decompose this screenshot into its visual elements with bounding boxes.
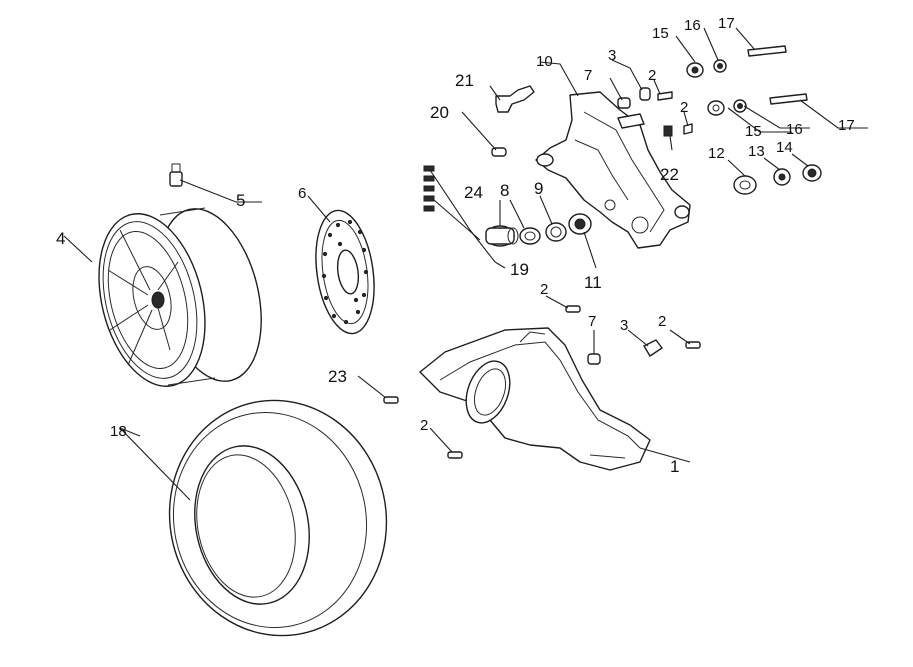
washer-9 — [545, 222, 567, 242]
label-part-6: 6 — [298, 185, 306, 202]
bolt-set — [423, 165, 435, 212]
label-part-10: 10 — [536, 53, 553, 70]
label-part-5: 5 — [236, 191, 245, 210]
label-part-17: 17 — [718, 15, 735, 32]
leader-lines — [63, 27, 868, 501]
label-part-2: 2 — [648, 67, 656, 84]
label-part-22: 22 — [660, 165, 679, 184]
label-part-15: 15 — [745, 123, 762, 140]
label-part-1: 1 — [670, 457, 679, 476]
wheel-rim — [98, 207, 262, 387]
spacer-sleeve — [485, 225, 519, 247]
valve-bolt — [169, 163, 183, 187]
label-part-11: 11 — [584, 273, 602, 292]
label-part-2: 2 — [680, 99, 688, 116]
washer-8 — [519, 227, 541, 245]
label-part-20: 20 — [430, 103, 449, 122]
axle-hardware — [686, 45, 822, 195]
tire — [168, 399, 388, 637]
label-part-9: 9 — [534, 179, 543, 198]
label-part-21: 21 — [455, 71, 474, 90]
label-part-14: 14 — [776, 139, 793, 156]
label-part-7: 7 — [584, 67, 592, 84]
label-part-2: 2 — [420, 417, 428, 434]
label-part-7: 7 — [588, 313, 596, 330]
label-part-15: 15 — [652, 25, 669, 42]
label-part-18: 18 — [110, 423, 127, 440]
swing-arm-bracket — [535, 91, 691, 249]
part-labels: 1 2 2 2 2 2 3 3 4 5 6 7 7 8 9 10 11 12 1… — [56, 15, 855, 476]
label-part-2: 2 — [540, 281, 548, 298]
label-part-16: 16 — [684, 17, 701, 34]
label-part-3: 3 — [620, 317, 628, 334]
bearing-11 — [568, 213, 592, 235]
label-part-2: 2 — [658, 313, 666, 330]
label-part-24: 24 — [464, 183, 483, 202]
label-part-13: 13 — [748, 143, 765, 160]
label-part-23: 23 — [328, 367, 347, 386]
label-part-17: 17 — [838, 117, 855, 134]
label-part-19: 19 — [510, 260, 529, 279]
hardware — [383, 87, 701, 459]
brake-disc — [315, 209, 375, 335]
label-part-8: 8 — [500, 181, 509, 200]
rear-fender — [419, 327, 651, 471]
clip-bracket — [495, 85, 535, 113]
pin — [491, 147, 507, 157]
label-part-16: 16 — [786, 121, 803, 138]
label-part-12: 12 — [708, 145, 725, 162]
label-part-4: 4 — [56, 229, 65, 248]
label-part-3: 3 — [608, 47, 616, 64]
